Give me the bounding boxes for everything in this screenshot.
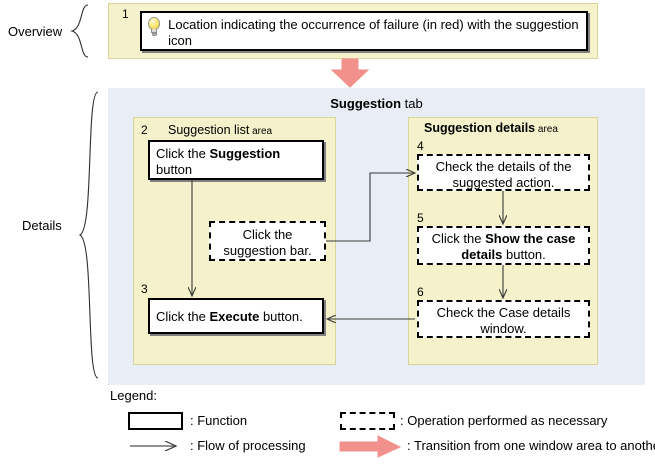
box-4-check-suggested-action[interactable]: Check the details of the suggested actio… bbox=[417, 154, 590, 191]
legend: Legend: : Function : Operation performed… bbox=[110, 388, 655, 468]
legend-transition-arrow-icon bbox=[339, 435, 402, 458]
overview-box-text: Location indicating the occurrence of fa… bbox=[168, 17, 579, 48]
legend-flow-label: : Flow of processing bbox=[190, 438, 306, 453]
overview-brace-label: Overview bbox=[8, 24, 63, 39]
box-6-check-case-details-window[interactable]: Check the Case details window. bbox=[417, 300, 590, 338]
tab-title-bold: Suggestion bbox=[330, 96, 402, 111]
box-click-suggestion-bar[interactable]: Click the suggestion bar. bbox=[209, 221, 326, 261]
box-3-text-post: button. bbox=[259, 309, 303, 324]
legend-dashed-box-icon bbox=[340, 412, 395, 430]
overview-box[interactable]: Location indicating the occurrence of fa… bbox=[140, 11, 588, 51]
box-5-step-number: 5 bbox=[417, 211, 424, 225]
suggestion-list-area-title-small: area bbox=[249, 126, 273, 137]
legend-function-label: : Function bbox=[190, 413, 248, 428]
details-brace-icon bbox=[78, 91, 99, 379]
box-3-click-execute-button[interactable]: Click the Execute button. bbox=[148, 298, 324, 334]
legend-flow-arrow-icon bbox=[130, 438, 188, 454]
legend-transition-label: : Transition from one window area to ano… bbox=[407, 438, 655, 453]
box-2-text-post: button bbox=[156, 162, 193, 177]
suggestion-details-area-title-small: area bbox=[535, 124, 558, 135]
suggestion-list-area-title: Suggestion list area bbox=[168, 123, 272, 137]
details-band: Suggestion tab 2 Suggestion list area Cl… bbox=[108, 88, 645, 385]
box-5-text-pre: Click the bbox=[431, 231, 486, 246]
box-3-step-number: 3 bbox=[141, 282, 148, 296]
box-2-step-number: 2 bbox=[141, 123, 148, 137]
legend-optional-label: : Operation performed as necessary bbox=[400, 413, 608, 428]
box-click-suggestion-bar-text: Click the suggestion bar. bbox=[223, 227, 312, 258]
suggestion-details-area-title: Suggestion details area bbox=[424, 121, 558, 135]
box-6-step-number: 6 bbox=[417, 285, 424, 299]
tab-title-rest: tab bbox=[401, 96, 423, 111]
box-4-step-number: 4 bbox=[417, 139, 424, 153]
box-6-text: Check the Case details window. bbox=[436, 305, 571, 336]
box-5-click-show-case-details[interactable]: Click the Show the case details button. bbox=[417, 226, 590, 265]
overview-step-number: 1 bbox=[122, 7, 129, 21]
suggestion-tab-title: Suggestion tab bbox=[108, 96, 645, 111]
suggestion-details-area-title-bold: Suggestion details bbox=[424, 121, 536, 135]
lightbulb-icon bbox=[147, 17, 160, 37]
box-3-text-bold: Execute bbox=[209, 309, 260, 324]
box-2-text-pre: Click the bbox=[156, 146, 210, 161]
box-5-text-post: button. bbox=[502, 247, 546, 262]
details-brace-label: Details bbox=[22, 218, 62, 233]
box-3-text-pre: Click the bbox=[156, 309, 210, 324]
box-4-text: Check the details of the suggested actio… bbox=[435, 159, 572, 190]
transition-arrow-icon bbox=[330, 58, 370, 88]
box-5-text-bold: Show the case details bbox=[461, 231, 576, 262]
legend-solid-box-icon bbox=[128, 412, 183, 430]
legend-heading: Legend: bbox=[110, 388, 157, 403]
overview-brace-icon bbox=[69, 4, 89, 58]
flow-connectors bbox=[108, 88, 645, 385]
box-2-text-bold: Suggestion bbox=[209, 146, 281, 161]
box-2-click-suggestion-button[interactable]: Click the Suggestion button bbox=[148, 140, 324, 180]
suggestion-list-area-title-bold: Suggestion list bbox=[168, 123, 250, 137]
